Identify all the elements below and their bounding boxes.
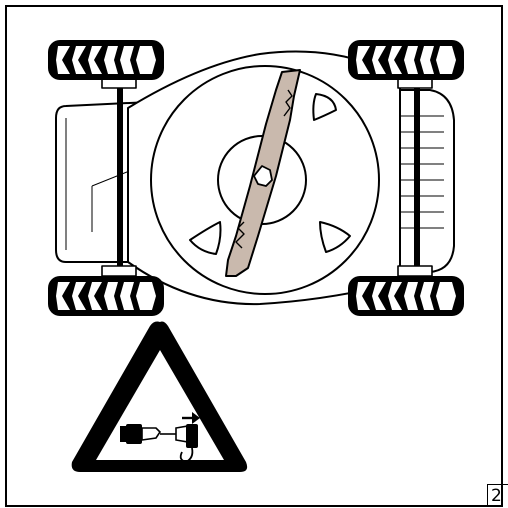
wheel-rear-top (48, 40, 164, 80)
wheel-front-bottom (348, 276, 464, 316)
figure-number: 2 (487, 484, 508, 506)
blade-nut (253, 165, 273, 187)
fin-right (319, 221, 351, 253)
rear-housing-detail (65, 118, 133, 250)
bracket-rl-bottom (101, 265, 137, 277)
fin-top (312, 93, 337, 121)
bracket-fr-bottom (397, 265, 433, 277)
wheel-rear-bottom (48, 276, 164, 316)
figure-frame (5, 5, 503, 507)
fin-left (189, 221, 222, 255)
blade-edge-detail (235, 89, 293, 249)
disconnect-spark-plug-icon (120, 412, 200, 463)
wheel-front-top (348, 40, 464, 80)
warning-triangle-icon (71, 321, 248, 472)
lawn-mower-underside-icon (55, 50, 455, 306)
